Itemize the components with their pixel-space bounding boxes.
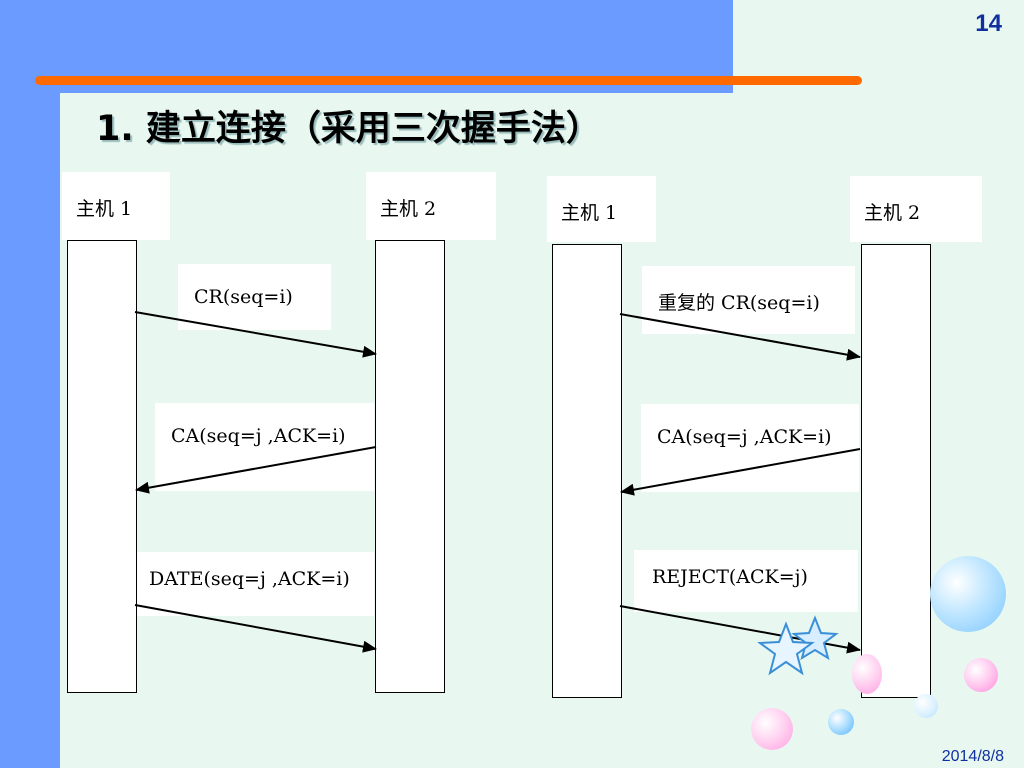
left-host1-label: 主机 1 <box>62 172 170 240</box>
bubble-decoration-icon <box>914 694 938 718</box>
bubble-decoration-icon <box>828 709 854 735</box>
slide-title: 1. 建立连接（采用三次握手法） <box>96 109 601 149</box>
bubble-decoration-icon <box>930 556 1006 632</box>
left-host1-lifeline <box>67 240 137 693</box>
star-decoration-icon <box>757 615 839 676</box>
right-msg3-label: REJECT(ACK=j) <box>652 566 808 588</box>
bubble-decoration-icon <box>751 708 793 750</box>
right-msg2-label: CA(seq=j ,ACK=i) <box>657 426 832 448</box>
right-msg2-box: CA(seq=j ,ACK=i) <box>641 404 859 492</box>
right-host2-lifeline <box>861 244 931 698</box>
left-msg2-box: CA(seq=j ,ACK=i) <box>155 403 374 491</box>
accent-bar <box>35 76 862 85</box>
slide-date: 2014/8/8 <box>941 748 1004 765</box>
left-msg2-label: CA(seq=j ,ACK=i) <box>171 425 346 447</box>
left-band <box>0 0 60 768</box>
left-arrow-cr <box>134 311 377 358</box>
right-arrow-cr <box>619 313 861 361</box>
left-host2-lifeline <box>375 240 445 693</box>
left-host2-label: 主机 2 <box>366 172 496 240</box>
left-msg1-box: CR(seq=i) <box>178 264 331 330</box>
right-arrow-ca <box>620 448 861 496</box>
right-msg3-box: REJECT(ACK=j) <box>634 550 858 612</box>
right-host2-label: 主机 2 <box>850 176 982 242</box>
left-msg3-box: DATE(seq=j ,ACK=i) <box>137 552 374 616</box>
left-arrow-ca <box>135 446 377 494</box>
left-msg1-label: CR(seq=i) <box>194 286 293 308</box>
right-msg1-label: 重复的 CR(seq=i) <box>658 292 820 314</box>
bubble-decoration-icon <box>964 658 998 692</box>
right-msg1-box: 重复的 CR(seq=i) <box>642 266 855 334</box>
bubble-decoration-icon <box>852 654 882 694</box>
left-arrow-date <box>134 604 377 653</box>
right-host1-label: 主机 1 <box>547 176 656 242</box>
left-msg3-label: DATE(seq=j ,ACK=i) <box>149 568 350 590</box>
right-host1-lifeline <box>552 244 622 698</box>
page-number: 14 <box>975 10 1002 37</box>
